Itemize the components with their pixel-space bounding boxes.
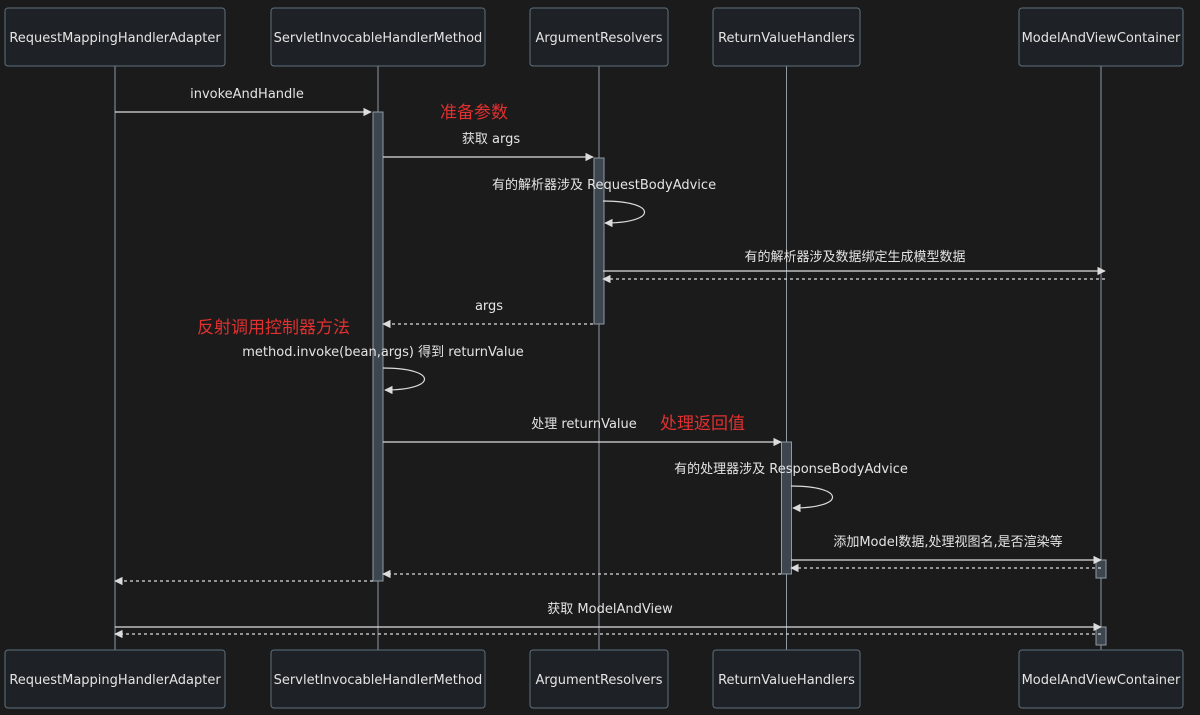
message-label: 有的解析器涉及数据绑定生成模型数据 <box>744 249 965 265</box>
participant-label: ServletInvocableHandlerMethod <box>274 673 483 688</box>
participant-label: ArgumentResolvers <box>535 673 662 688</box>
participant-box <box>529 7 669 67</box>
participant-box <box>1018 649 1184 709</box>
participant-mavc-top: ModelAndViewContainer <box>1018 7 1184 67</box>
participant-label: ServletInvocableHandlerMethod <box>274 31 483 46</box>
activation-bar-mavc <box>1095 626 1107 646</box>
message-label: 获取 ModelAndView <box>547 602 673 617</box>
participant-box <box>712 649 861 709</box>
message-label: invokeAndHandle <box>190 87 304 102</box>
participant-label: ModelAndViewContainer <box>1022 673 1181 688</box>
participant-box <box>4 7 226 67</box>
participant-sihm-top: ServletInvocableHandlerMethod <box>270 7 486 67</box>
activation-bar-rvh <box>781 441 792 575</box>
annotation-note: 准备参数 <box>440 103 508 123</box>
message-label: 有的处理器涉及 ResponseBodyAdvice <box>674 461 908 477</box>
message-label: 处理 returnValue <box>531 417 637 432</box>
participant-rvh-top: ReturnValueHandlers <box>712 7 861 67</box>
annotation-note: 处理返回值 <box>660 414 745 434</box>
participant-label: RequestMappingHandlerAdapter <box>9 31 221 46</box>
message-label: args <box>475 299 503 314</box>
participant-ar-bottom: ArgumentResolvers <box>529 649 669 709</box>
message-label: 有的解析器涉及 RequestBodyAdvice <box>492 177 716 193</box>
participant-box <box>270 7 486 67</box>
participant-box <box>712 7 861 67</box>
participant-rvh-bottom: ReturnValueHandlers <box>712 649 861 709</box>
participant-box <box>4 649 226 709</box>
participant-ar-top: ArgumentResolvers <box>529 7 669 67</box>
message-label: method.invoke(bean,args) 得到 returnValue <box>242 344 523 360</box>
participant-box <box>270 649 486 709</box>
participant-box <box>529 649 669 709</box>
participant-label: ReturnValueHandlers <box>718 31 855 46</box>
participant-label: ModelAndViewContainer <box>1022 31 1181 46</box>
participant-mavc-bottom: ModelAndViewContainer <box>1018 649 1184 709</box>
activation-bar-ar <box>593 157 605 325</box>
message-label: 添加Model数据,处理视图名,是否渲染等 <box>833 534 1062 550</box>
participant-label: RequestMappingHandlerAdapter <box>9 673 221 688</box>
participant-rmha-bottom: RequestMappingHandlerAdapter <box>4 649 226 709</box>
participant-box <box>1018 7 1184 67</box>
participant-label: ReturnValueHandlers <box>718 673 855 688</box>
message-label: 获取 args <box>462 132 520 147</box>
participant-sihm-bottom: ServletInvocableHandlerMethod <box>270 649 486 709</box>
activation-bar-sihm <box>372 111 384 582</box>
self-message-arrow <box>602 200 646 228</box>
participant-rmha-top: RequestMappingHandlerAdapter <box>4 7 226 67</box>
participant-label: ArgumentResolvers <box>535 31 662 46</box>
self-message-arrow <box>790 485 834 513</box>
self-message-arrow <box>382 367 426 395</box>
activation-bar-mavc <box>1095 559 1107 579</box>
annotation-note: 反射调用控制器方法 <box>197 318 350 338</box>
